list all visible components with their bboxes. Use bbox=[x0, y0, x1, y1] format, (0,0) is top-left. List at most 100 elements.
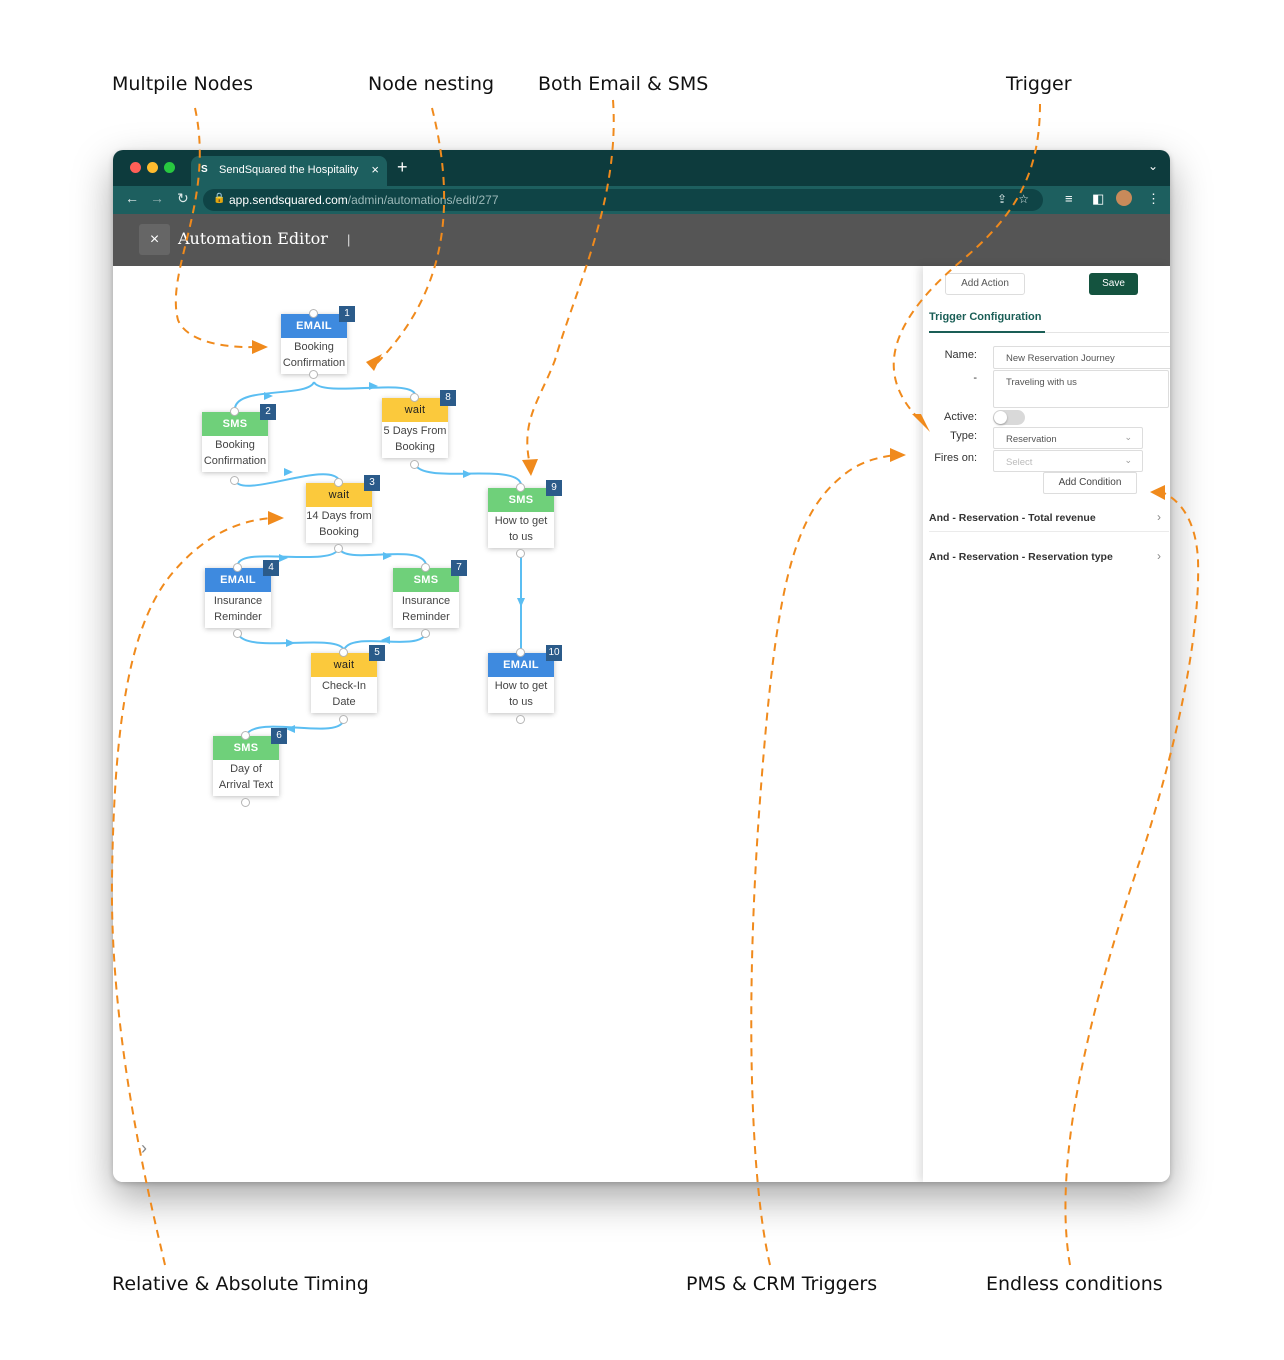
tab-title: SendSquared the Hospitality M bbox=[219, 164, 361, 176]
description-textarea[interactable]: Traveling with us bbox=[993, 370, 1169, 408]
input-port[interactable] bbox=[309, 309, 318, 318]
output-port[interactable] bbox=[241, 798, 250, 807]
name-input[interactable]: New Reservation Journey bbox=[993, 346, 1170, 369]
minimize-window-dot[interactable] bbox=[147, 162, 158, 173]
callout-multiple-nodes: Multpile Nodes bbox=[112, 73, 253, 95]
node-text-line: Insurance bbox=[401, 595, 451, 607]
condition-label: And - Reservation - Reservation type bbox=[929, 551, 1113, 563]
type-select[interactable]: Reservation⌄ bbox=[993, 427, 1143, 449]
input-port[interactable] bbox=[410, 393, 419, 402]
callout-timing: Relative & Absolute Timing bbox=[112, 1273, 369, 1295]
maximize-window-dot[interactable] bbox=[164, 162, 175, 173]
node-number-badge: 6 bbox=[271, 728, 287, 744]
sidepanel-icon[interactable]: ◧ bbox=[1092, 191, 1105, 206]
node-text-line: Booking bbox=[215, 439, 255, 451]
chevron-right-icon[interactable]: › bbox=[141, 1138, 147, 1158]
automation-canvas[interactable]: › bbox=[113, 266, 919, 1182]
condition-row[interactable]: And - Reservation - Total revenue › bbox=[929, 503, 1169, 541]
output-port[interactable] bbox=[334, 544, 343, 553]
node-type-label: SMS bbox=[393, 568, 459, 592]
output-port[interactable] bbox=[233, 629, 242, 638]
close-window-dot[interactable] bbox=[130, 162, 141, 173]
menu-dots-icon[interactable]: ⋮ bbox=[1147, 191, 1160, 206]
add-condition-button[interactable]: Add Condition bbox=[1043, 472, 1137, 494]
type-label: Type: bbox=[950, 430, 977, 442]
output-port[interactable] bbox=[421, 629, 430, 638]
node-text-line: How to get bbox=[494, 515, 548, 527]
output-port[interactable] bbox=[516, 715, 525, 724]
header-separator: | bbox=[347, 232, 351, 247]
divider bbox=[929, 531, 1169, 532]
node-text-line: Check-In bbox=[321, 680, 367, 692]
input-port[interactable] bbox=[516, 483, 525, 492]
node-type-label: SMS bbox=[202, 412, 268, 436]
node-text-line: 5 Days From bbox=[383, 425, 447, 437]
profile-avatar[interactable] bbox=[1116, 190, 1132, 206]
output-port[interactable] bbox=[410, 460, 419, 469]
condition-label: And - Reservation - Total revenue bbox=[929, 512, 1096, 524]
input-port[interactable] bbox=[516, 648, 525, 657]
tab-underline bbox=[929, 331, 1169, 333]
node-number-badge: 8 bbox=[440, 390, 456, 406]
node-text-line: to us bbox=[509, 531, 533, 543]
fires-on-select[interactable]: Select⌄ bbox=[993, 450, 1143, 472]
node-number-badge: 3 bbox=[364, 475, 380, 491]
output-port[interactable] bbox=[230, 476, 239, 485]
node-text-line: Confirmation bbox=[203, 455, 267, 467]
active-toggle[interactable] bbox=[993, 410, 1025, 425]
input-port[interactable] bbox=[421, 563, 430, 572]
page-title: Automation Editor bbox=[178, 229, 328, 248]
node-text-line: Day of bbox=[230, 763, 262, 775]
input-port[interactable] bbox=[230, 407, 239, 416]
input-port[interactable] bbox=[241, 731, 250, 740]
output-port[interactable] bbox=[339, 715, 348, 724]
output-port[interactable] bbox=[516, 549, 525, 558]
name-label: Name: bbox=[944, 349, 977, 361]
input-port[interactable] bbox=[334, 478, 343, 487]
input-port[interactable] bbox=[339, 648, 348, 657]
node-number-badge: 5 bbox=[369, 645, 385, 661]
new-tab-icon[interactable]: + bbox=[397, 157, 408, 177]
reload-icon[interactable]: ↻ bbox=[177, 190, 189, 206]
close-editor-button[interactable]: × bbox=[139, 224, 170, 255]
chevron-down-icon[interactable]: ⌄ bbox=[1147, 159, 1158, 173]
save-button[interactable]: Save bbox=[1089, 273, 1138, 295]
favicon-icon: S bbox=[201, 164, 208, 175]
node-number-badge: 4 bbox=[263, 560, 279, 576]
add-action-button[interactable]: Add Action bbox=[945, 273, 1025, 295]
output-port[interactable] bbox=[309, 370, 318, 379]
back-icon[interactable]: ← bbox=[125, 190, 139, 206]
node-number-badge: 9 bbox=[546, 480, 562, 496]
playlist-icon[interactable]: ≡ bbox=[1065, 191, 1073, 206]
node-text-line: Reminder bbox=[402, 611, 450, 623]
trigger-panel: Add Action Save Trigger Configuration Na… bbox=[923, 266, 1170, 1182]
chevron-right-icon: › bbox=[1157, 510, 1161, 524]
bookmark-star-icon[interactable]: ☆ bbox=[1018, 192, 1029, 206]
condition-row[interactable]: And - Reservation - Reservation type› bbox=[929, 542, 1169, 580]
browser-tab[interactable]: S SendSquared the Hospitality M × bbox=[191, 156, 387, 186]
input-port[interactable] bbox=[233, 563, 242, 572]
share-icon[interactable]: ⇪ bbox=[996, 192, 1007, 206]
forward-icon[interactable]: → bbox=[150, 190, 164, 206]
node-type-label: wait bbox=[311, 653, 377, 677]
address-bar[interactable]: 🔒 app.sendsquared.com/admin/automations/… bbox=[203, 189, 1043, 211]
toggle-knob bbox=[994, 411, 1007, 424]
tab-trigger-configuration[interactable]: Trigger Configuration bbox=[929, 311, 1042, 323]
node-text-line: Booking bbox=[319, 526, 359, 538]
tab-close-icon[interactable]: × bbox=[371, 162, 379, 177]
